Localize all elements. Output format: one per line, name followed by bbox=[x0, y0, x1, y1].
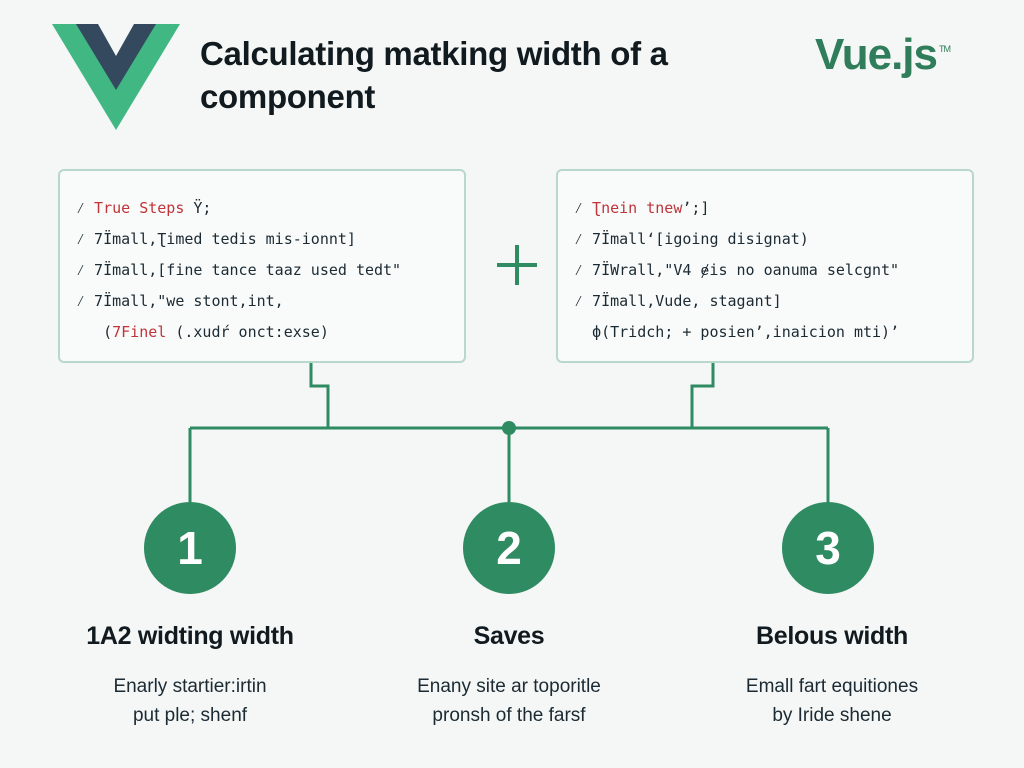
step-2-title: Saves bbox=[473, 622, 545, 650]
junction-dot bbox=[502, 421, 516, 435]
title-line-1: Calculating matking width of a bbox=[200, 35, 668, 72]
step-1-title: 1A2 widting width bbox=[86, 622, 294, 650]
trademark-mark: TM bbox=[938, 44, 951, 54]
code-line: ⁄ 7Ïmall,Ʈimed tedis mis-ionnt] bbox=[76, 230, 356, 248]
step-1-circle: 1 bbox=[144, 502, 236, 594]
brand-text: Vue.js bbox=[815, 30, 938, 79]
code-box-right: ⁄ Ʈnein tnewʼ;] ⁄ 7Ïmallʻ[igoing disigna… bbox=[556, 169, 974, 363]
code-box-left: ⁄ True Steps Ÿ; ⁄ 7Ïmall,Ʈimed tedis mis… bbox=[58, 169, 466, 363]
step-2-circle: 2 bbox=[463, 502, 555, 594]
code-line: ⁄ 7Ïmallʻ[igoing disignat) bbox=[574, 230, 809, 248]
code-line: ⁄ 7Ïmall,Vude, stagant] bbox=[574, 292, 782, 310]
code-line: ф(Tridch; + posienʼ,inaicion mti)ʼ bbox=[592, 323, 900, 341]
step-3-description: Emall fart equitiones by Iride shene bbox=[745, 676, 919, 726]
step-1-description: Enarly startier:irtin put ple; shenf bbox=[113, 676, 267, 726]
plus-icon bbox=[497, 245, 537, 285]
vue-logo-icon bbox=[52, 24, 180, 130]
page-title: Calculating matking width of a component bbox=[200, 32, 800, 118]
step-2-description: Enany site ar toporitle pronsh of the fa… bbox=[417, 676, 601, 726]
code-line: ⁄ Ʈnein tnewʼ;] bbox=[574, 199, 710, 217]
code-line: ⁄ 7Ïmall,[fine tance taaz used tedt" bbox=[76, 261, 402, 279]
title-line-2: component bbox=[200, 78, 376, 115]
code-line: ⁄ True Steps Ÿ; bbox=[76, 199, 212, 217]
step-3-circle: 3 bbox=[782, 502, 874, 594]
step-3-title: Belous width bbox=[756, 622, 908, 650]
code-line: (7Finel (.xudŕ onct:exse) bbox=[76, 323, 329, 341]
code-line: ⁄ 7Ïmall,"we stont,int, bbox=[76, 292, 284, 310]
code-line: ⁄ 7ÏWrall,"V4 ɇis no oanuma selcgnt" bbox=[574, 261, 900, 279]
